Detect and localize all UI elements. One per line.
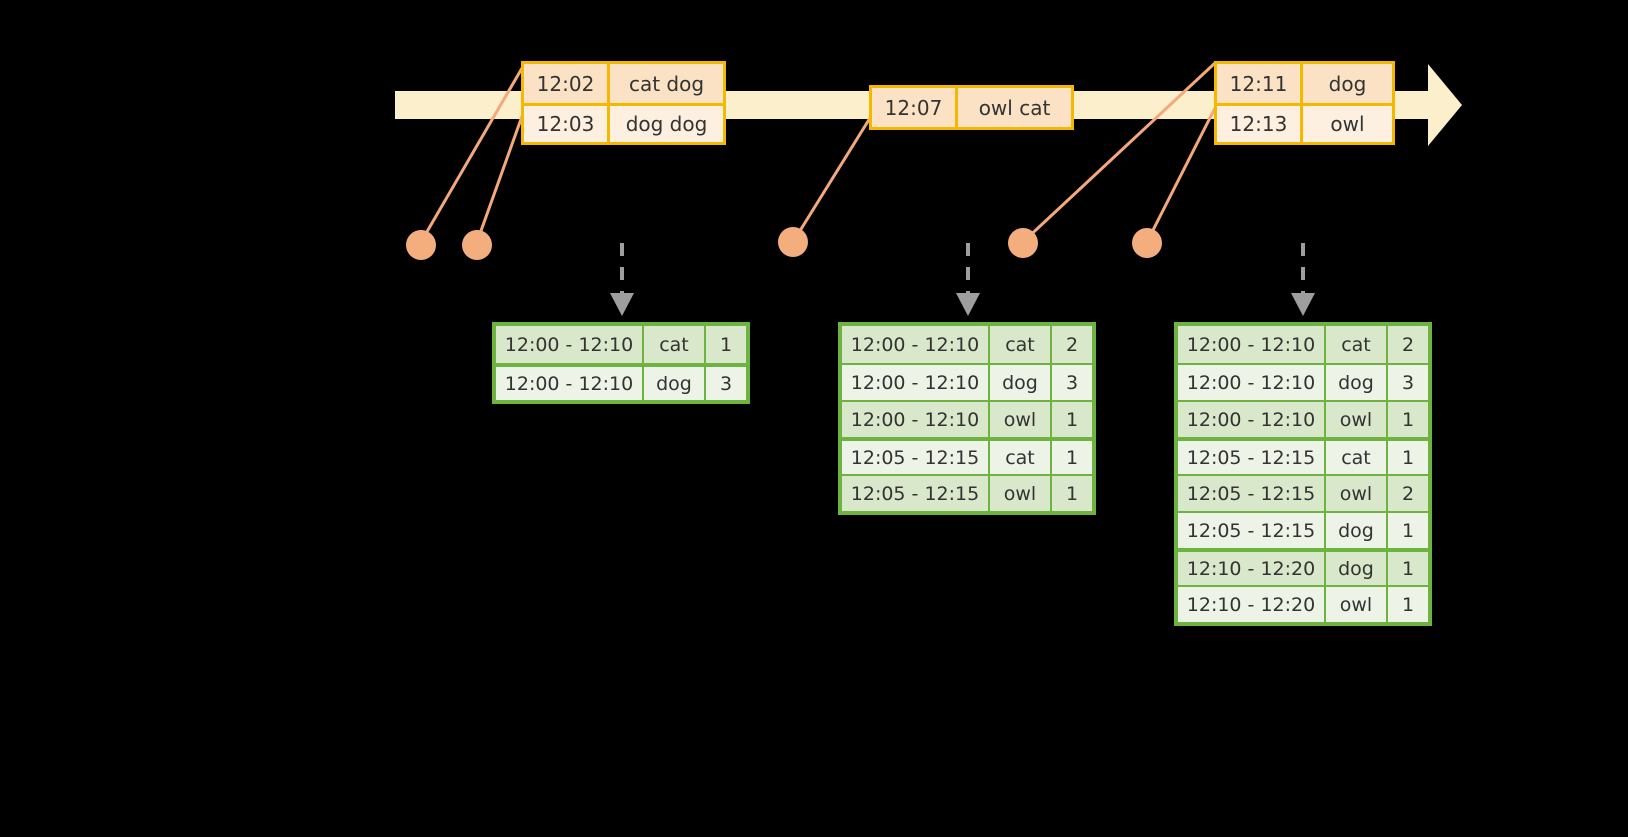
event-time: 12:11 [1217,64,1303,103]
event-payload: dog dog [610,106,723,142]
event-payload: owl [1303,106,1392,142]
event-payload: dog [1303,64,1392,103]
key-cell: owl [990,402,1052,437]
table-row[interactable]: 12:00 - 12:10 owl 1 [1178,400,1428,437]
result-table-2[interactable]: 12:00 - 12:10 cat 2 12:00 - 12:10 dog 3 … [838,322,1096,515]
table-row[interactable]: 12:05 - 12:15 cat 1 [1178,437,1428,474]
table-row[interactable]: 12:05 - 12:15 owl 1 [842,474,1092,511]
count-cell: 1 [706,326,746,363]
connector-dots [406,227,1162,260]
count-cell: 2 [1052,326,1092,363]
window-cell: 12:05 - 12:15 [1178,441,1326,474]
event-time: 12:07 [872,88,958,127]
table-row[interactable]: 12:00 - 12:10 cat 1 [496,326,746,363]
connector-dot-1 [406,230,436,260]
key-cell: dog [1326,513,1388,548]
count-cell: 1 [1388,552,1428,585]
count-cell: 1 [1052,441,1092,474]
window-cell: 12:00 - 12:10 [1178,326,1326,363]
window-cell: 12:05 - 12:15 [842,476,990,511]
window-cell: 12:10 - 12:20 [1178,587,1326,622]
emit-arrow-2 [956,243,980,316]
table-row[interactable]: 12:00 - 12:10 cat 2 [1178,326,1428,363]
key-cell: dog [1326,365,1388,400]
table-row[interactable]: 12:10 - 12:20 owl 1 [1178,585,1428,622]
connector-dot-3 [778,227,808,257]
table-row[interactable]: 12:05 - 12:15 owl 2 [1178,474,1428,511]
connector-dot-5 [1132,228,1162,258]
count-cell: 1 [1052,476,1092,511]
event-group-3[interactable]: 12:11 dog 12:13 owl [1214,61,1395,145]
event-payload: cat dog [610,64,723,103]
window-cell: 12:05 - 12:15 [1178,476,1326,511]
event-row[interactable]: 12:07 owl cat [872,88,1071,127]
key-cell: cat [644,326,706,363]
count-cell: 2 [1388,326,1428,363]
connector-line-5 [1145,107,1217,243]
connector-line-1 [419,62,527,243]
table-row[interactable]: 12:00 - 12:10 dog 3 [496,363,746,400]
window-cell: 12:00 - 12:10 [842,365,990,400]
event-row[interactable]: 12:02 cat dog [524,64,723,103]
key-cell: owl [1326,476,1388,511]
event-time: 12:13 [1217,106,1303,142]
key-cell: owl [1326,402,1388,437]
key-cell: dog [1326,552,1388,585]
table-row[interactable]: 12:00 - 12:10 owl 1 [842,400,1092,437]
event-time: 12:02 [524,64,610,103]
table-row[interactable]: 12:10 - 12:20 dog 1 [1178,548,1428,585]
connector-line-3 [791,117,872,243]
event-time: 12:03 [524,106,610,142]
table-row[interactable]: 12:05 - 12:15 dog 1 [1178,511,1428,548]
count-cell: 3 [1388,365,1428,400]
count-cell: 1 [1388,402,1428,437]
table-row[interactable]: 12:00 - 12:10 cat 2 [842,326,1092,363]
table-row[interactable]: 12:00 - 12:10 dog 3 [842,363,1092,400]
event-row[interactable]: 12:13 owl [1217,103,1392,142]
count-cell: 3 [706,367,746,400]
count-cell: 3 [1052,365,1092,400]
key-cell: owl [990,476,1052,511]
window-cell: 12:00 - 12:10 [842,402,990,437]
result-table-1[interactable]: 12:00 - 12:10 cat 1 12:00 - 12:10 dog 3 [492,322,750,404]
window-cell: 12:00 - 12:10 [496,326,644,363]
connector-dot-2 [462,230,492,260]
window-cell: 12:00 - 12:10 [1178,365,1326,400]
count-cell: 1 [1388,513,1428,548]
emit-arrow-1 [610,243,634,316]
key-cell: dog [644,367,706,400]
emit-arrows [610,243,1315,316]
window-cell: 12:00 - 12:10 [496,367,644,400]
event-group-2[interactable]: 12:07 owl cat [869,85,1074,130]
key-cell: cat [1326,326,1388,363]
key-cell: dog [990,365,1052,400]
event-row[interactable]: 12:11 dog [1217,64,1392,103]
key-cell: owl [1326,587,1388,622]
window-cell: 12:00 - 12:10 [842,326,990,363]
window-cell: 12:10 - 12:20 [1178,552,1326,585]
table-row[interactable]: 12:00 - 12:10 dog 3 [1178,363,1428,400]
event-row[interactable]: 12:03 dog dog [524,103,723,142]
emit-arrow-3 [1291,243,1315,316]
count-cell: 1 [1388,441,1428,474]
window-cell: 12:05 - 12:15 [842,441,990,474]
event-group-1[interactable]: 12:02 cat dog 12:03 dog dog [521,61,726,145]
event-payload: owl cat [958,88,1071,127]
connector-dot-4 [1008,228,1038,258]
table-row[interactable]: 12:05 - 12:15 cat 1 [842,437,1092,474]
count-cell: 1 [1388,587,1428,622]
window-cell: 12:05 - 12:15 [1178,513,1326,548]
key-cell: cat [990,326,1052,363]
key-cell: cat [990,441,1052,474]
key-cell: cat [1326,441,1388,474]
count-cell: 1 [1052,402,1092,437]
window-cell: 12:00 - 12:10 [1178,402,1326,437]
connector-line-2 [475,107,527,243]
result-table-3[interactable]: 12:00 - 12:10 cat 2 12:00 - 12:10 dog 3 … [1174,322,1432,626]
count-cell: 2 [1388,476,1428,511]
